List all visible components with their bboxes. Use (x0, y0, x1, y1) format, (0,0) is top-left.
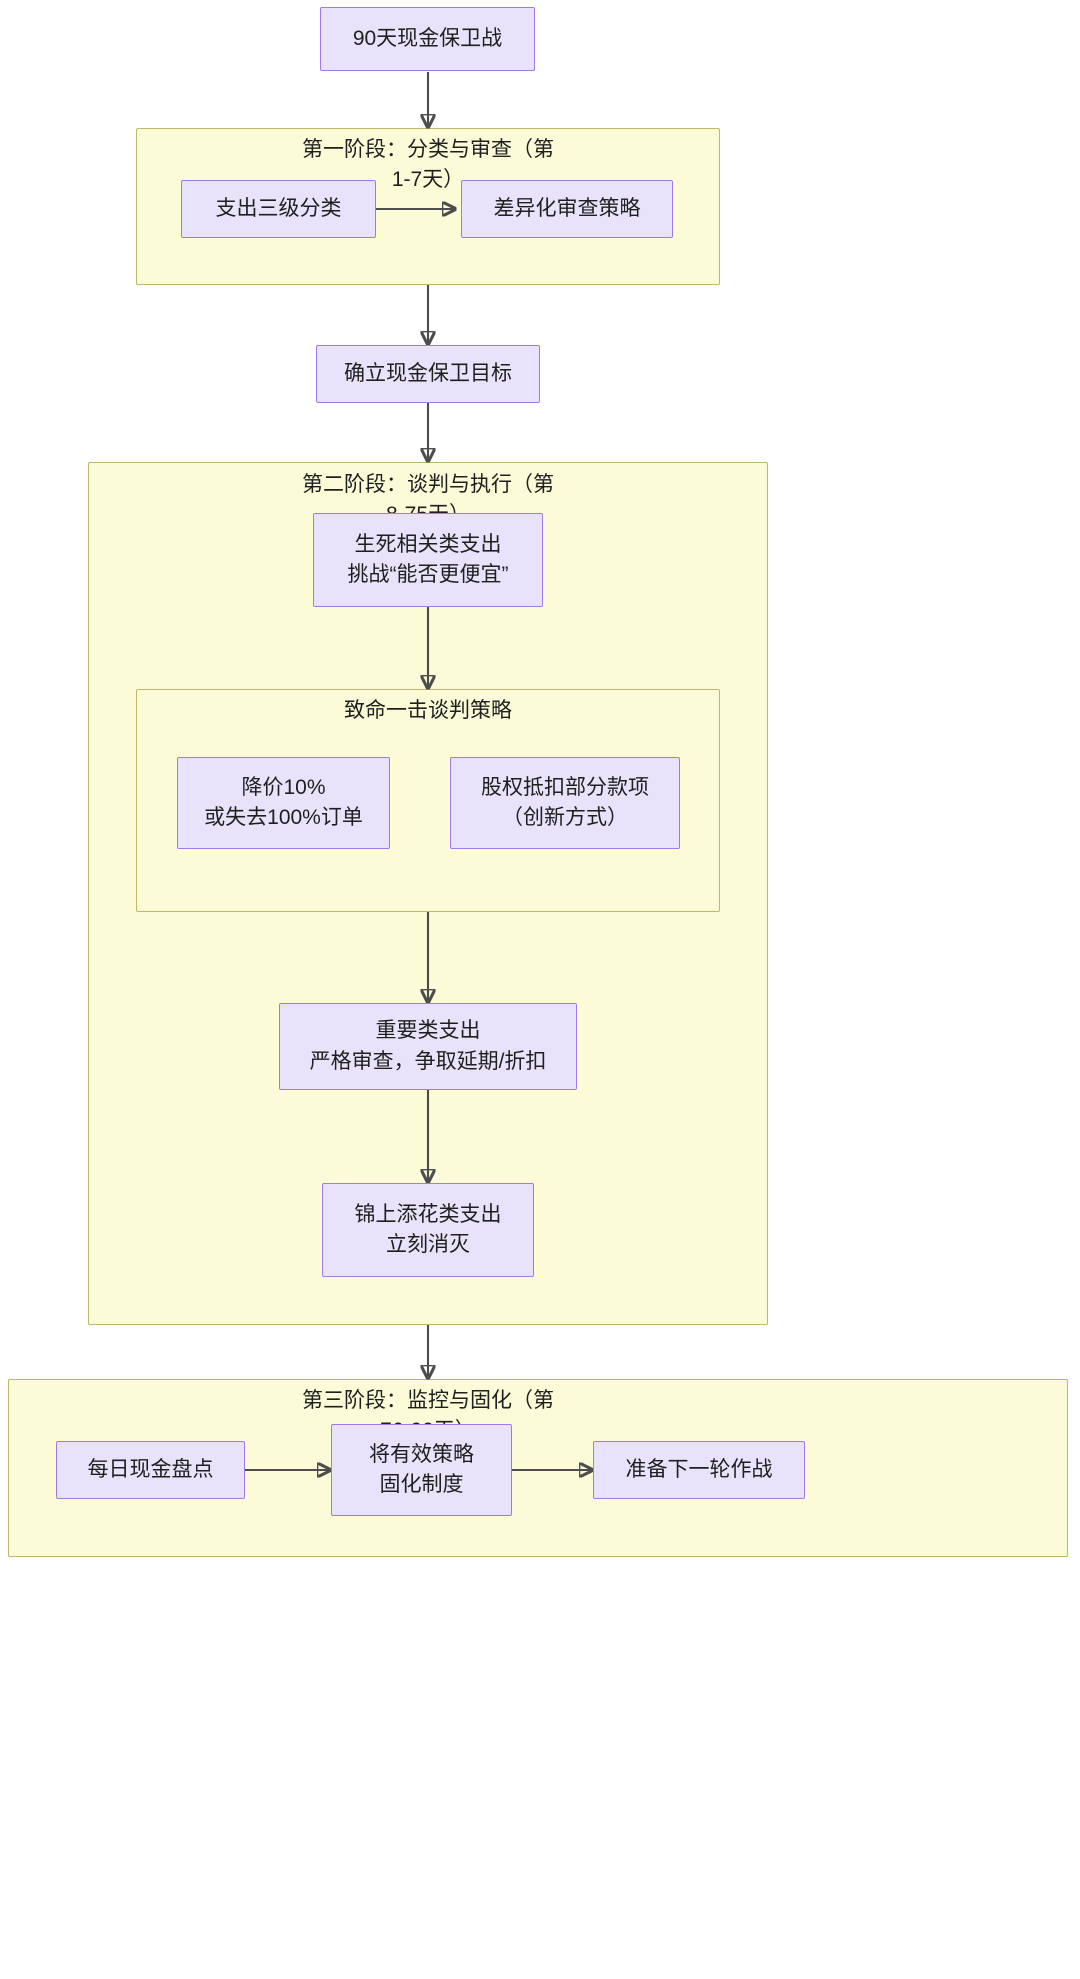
node-daily-cash-count-label: 每日现金盘点 (87, 1457, 214, 1481)
node-important-expense[interactable]: 重要类支出 严格审查，争取延期/折扣 (279, 1003, 577, 1090)
node-critical-expense[interactable]: 生死相关类支出 挑战“能否更便宜” (313, 513, 543, 607)
node-next-round-label: 准备下一轮作战 (625, 1457, 773, 1481)
node-equity-offset-option[interactable]: 股权抵扣部分款项 （创新方式） (450, 757, 680, 849)
node-nice-to-have-expense[interactable]: 锦上添花类支出 立刻消灭 (322, 1183, 534, 1277)
node-price-cut-option[interactable]: 降价10% 或失去100%订单 (177, 757, 390, 849)
node-next-round[interactable]: 准备下一轮作战 (593, 1441, 805, 1499)
node-critical-expense-line2: 挑战“能否更便宜” (347, 563, 509, 586)
node-root[interactable]: 90天现金保卫战 (320, 7, 535, 71)
node-price-cut-option-line2: 或失去100%订单 (204, 806, 363, 829)
node-solidify-strategy-line2: 固化制度 (379, 1473, 464, 1496)
node-expense-classification-label: 支出三级分类 (215, 196, 342, 220)
node-solidify-strategy[interactable]: 将有效策略 固化制度 (331, 1424, 512, 1516)
node-important-expense-line2: 严格审查，争取延期/折扣 (309, 1049, 547, 1073)
node-important-expense-line1: 重要类支出 (375, 1019, 481, 1043)
node-equity-offset-option-line1: 股权抵扣部分款项 (481, 775, 649, 799)
cluster-phase1-title: 第一阶段：分类与审查（第 1-7天） (302, 138, 554, 192)
node-root-label: 90天现金保卫战 (352, 26, 503, 50)
node-differentiated-review-label: 差异化审查策略 (493, 196, 641, 220)
node-differentiated-review[interactable]: 差异化审查策略 (461, 180, 673, 238)
node-daily-cash-count[interactable]: 每日现金盘点 (56, 1441, 245, 1499)
cluster-negotiation-strategy-title: 致命一击谈判策略 (344, 699, 512, 722)
node-critical-expense-line1: 生死相关类支出 (354, 532, 502, 556)
node-nice-to-have-expense-line1: 锦上添花类支出 (354, 1202, 502, 1226)
node-nice-to-have-expense-line2: 立刻消灭 (386, 1233, 470, 1256)
node-equity-offset-option-line2: （创新方式） (502, 806, 628, 829)
node-cash-defense-goal[interactable]: 确立现金保卫目标 (316, 345, 540, 403)
node-expense-classification[interactable]: 支出三级分类 (181, 180, 376, 238)
node-solidify-strategy-line1: 将有效策略 (369, 1442, 474, 1466)
node-price-cut-option-line1: 降价10% (241, 775, 326, 799)
node-cash-defense-goal-label: 确立现金保卫目标 (344, 361, 512, 385)
